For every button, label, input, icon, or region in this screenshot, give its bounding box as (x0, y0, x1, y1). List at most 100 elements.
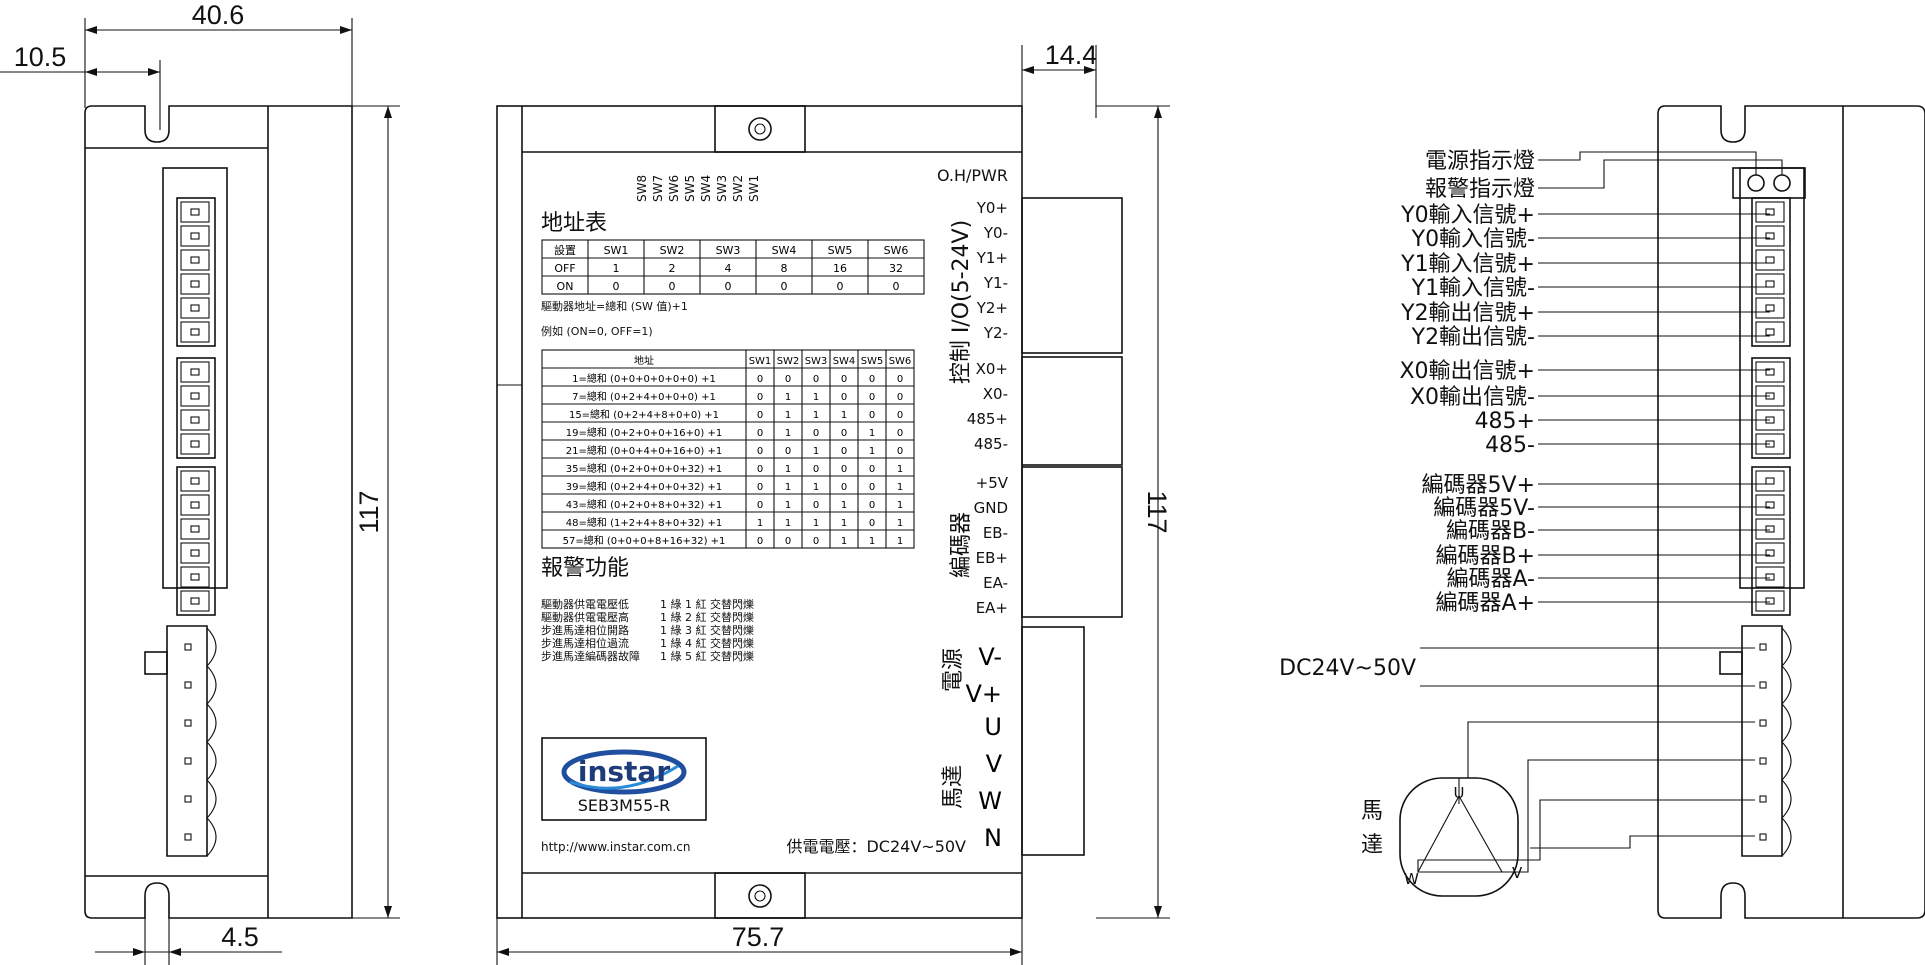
terminal-pin (180, 321, 210, 343)
table-cell: 0 (613, 280, 620, 293)
signal-label: Y1輸入信號- (1411, 276, 1535, 301)
signal-label: 編碼器A- (1446, 567, 1535, 592)
table-cell: 1=總和 (0+0+0+0+0+0) +1 (572, 372, 716, 385)
encoder-terminal-label: EB- (983, 524, 1008, 542)
table-cell: 1 (841, 500, 847, 511)
table-cell: 0 (837, 280, 844, 293)
alarm-pattern: 1 綠 1 紅 交替閃爍 (660, 597, 754, 611)
motor-group-label: 馬達 (941, 765, 966, 809)
terminal-pin (1755, 361, 1785, 383)
table-cell: 0 (897, 446, 903, 457)
table-cell: 0 (757, 500, 763, 511)
alarm-pattern: 1 綠 3 紅 交替閃爍 (660, 623, 754, 637)
power-terminal-label: V+ (965, 680, 1002, 708)
table-cell: 1 (869, 428, 875, 439)
table-cell: 1 (785, 392, 791, 403)
signal-label: Y2輸出信號+ (1400, 301, 1535, 326)
table-cell: 4 (725, 262, 732, 275)
table-header: SW6 (889, 356, 912, 367)
oh-pwr-label: O.H/PWR (937, 166, 1008, 185)
table-cell: 0 (893, 280, 900, 293)
terminal-pin (180, 494, 210, 516)
alarm-condition: 驅動器供電電壓低 (541, 597, 629, 611)
table-cell: 0 (757, 410, 763, 421)
terminal-pin (180, 518, 210, 540)
table-cell: 8 (781, 262, 788, 275)
terminal-pin (180, 433, 210, 455)
table-cell: 35=總和 (0+2+0+0+0+32) +1 (566, 462, 722, 475)
terminal-pin (180, 542, 210, 564)
table-cell: 1 (869, 536, 875, 547)
terminal-pin (180, 590, 210, 612)
signal-label: 485- (1485, 433, 1535, 458)
address-table-title: 地址表 (541, 211, 607, 236)
x-terminal-label: X0+ (976, 360, 1008, 378)
table-header: SW4 (833, 356, 856, 367)
alarm-title: 報警功能 (541, 556, 629, 581)
table-cell: 1 (897, 464, 903, 475)
sw-label: SW5 (683, 175, 697, 202)
table-header: 地址 (634, 354, 654, 367)
table-cell: 0 (841, 392, 847, 403)
table-cell: 0 (757, 482, 763, 493)
table-cell: 0 (757, 536, 763, 547)
dim-117-front: 117 (1142, 490, 1172, 533)
table-cell: 1 (785, 464, 791, 475)
table-cell: 0 (669, 280, 676, 293)
terminal-pin (180, 566, 210, 588)
wiring-view: 電源指示燈報警指示燈Y0輸入信號+Y0輸入信號-Y1輸入信號+Y1輸入信號-Y2… (1279, 105, 1925, 919)
table-header: SW4 (772, 244, 797, 257)
power-group-label: 電源 (941, 648, 966, 692)
table-cell: 1 (613, 262, 620, 275)
table-header: SW2 (777, 356, 800, 367)
table-cell: 1 (813, 482, 819, 493)
table-header: SW1 (604, 244, 629, 257)
terminal-pin (180, 297, 210, 319)
table-cell: 1 (897, 500, 903, 511)
terminal-pin (1755, 297, 1785, 319)
table-cell: 1 (785, 428, 791, 439)
dim-40-6: 40.6 (192, 0, 245, 30)
terminal-pin (1755, 249, 1785, 271)
signal-label: Y2輸出信號- (1411, 325, 1535, 350)
table-cell: 1 (897, 536, 903, 547)
table-cell: 0 (869, 518, 875, 529)
x-terminal-label: 485- (974, 435, 1008, 453)
x-terminal-label: X0- (983, 385, 1008, 403)
dim-10-5: 10.5 (14, 42, 67, 72)
table-cell: 43=總和 (0+2+0+8+0+32) +1 (566, 498, 722, 511)
io-group-label: 控制 I/O(5-24V) (949, 220, 974, 384)
alarm-pattern: 1 綠 4 紅 交替閃爍 (660, 636, 754, 650)
alarm-condition: 驅動器供電電壓高 (541, 610, 629, 624)
sw-label: SW7 (651, 175, 665, 202)
terminal-pin (180, 470, 210, 492)
table-cell: 7=總和 (0+2+4+0+0+0) +1 (572, 390, 716, 403)
table-cell: 1 (785, 410, 791, 421)
terminal-pin (1755, 273, 1785, 295)
encoder-terminal-label: GND (974, 499, 1008, 517)
signal-label: 編碼器B- (1446, 519, 1535, 544)
table-cell: 1 (785, 518, 791, 529)
table-cell: OFF (554, 262, 575, 275)
sw-label: SW4 (699, 175, 713, 202)
table-cell: 0 (757, 464, 763, 475)
dim-75-7: 75.7 (732, 922, 785, 952)
sw-label: SW3 (715, 175, 729, 202)
table-cell: 0 (897, 428, 903, 439)
table-cell: 0 (869, 464, 875, 475)
io-terminal-label: Y0- (983, 224, 1008, 242)
table-cell: 1 (785, 482, 791, 493)
table-header: SW3 (805, 356, 828, 367)
terminal-pin (180, 225, 210, 247)
x-terminal-label: 485+ (967, 410, 1008, 428)
alarm-condition: 步進馬達編碼器故障 (541, 649, 640, 663)
table-cell: 0 (897, 374, 903, 385)
table-cell: 0 (785, 446, 791, 457)
table-cell: 0 (841, 446, 847, 457)
table-cell: 0 (757, 446, 763, 457)
encoder-terminal-label: EA- (983, 574, 1008, 592)
signal-label: X0輸出信號+ (1399, 359, 1535, 384)
